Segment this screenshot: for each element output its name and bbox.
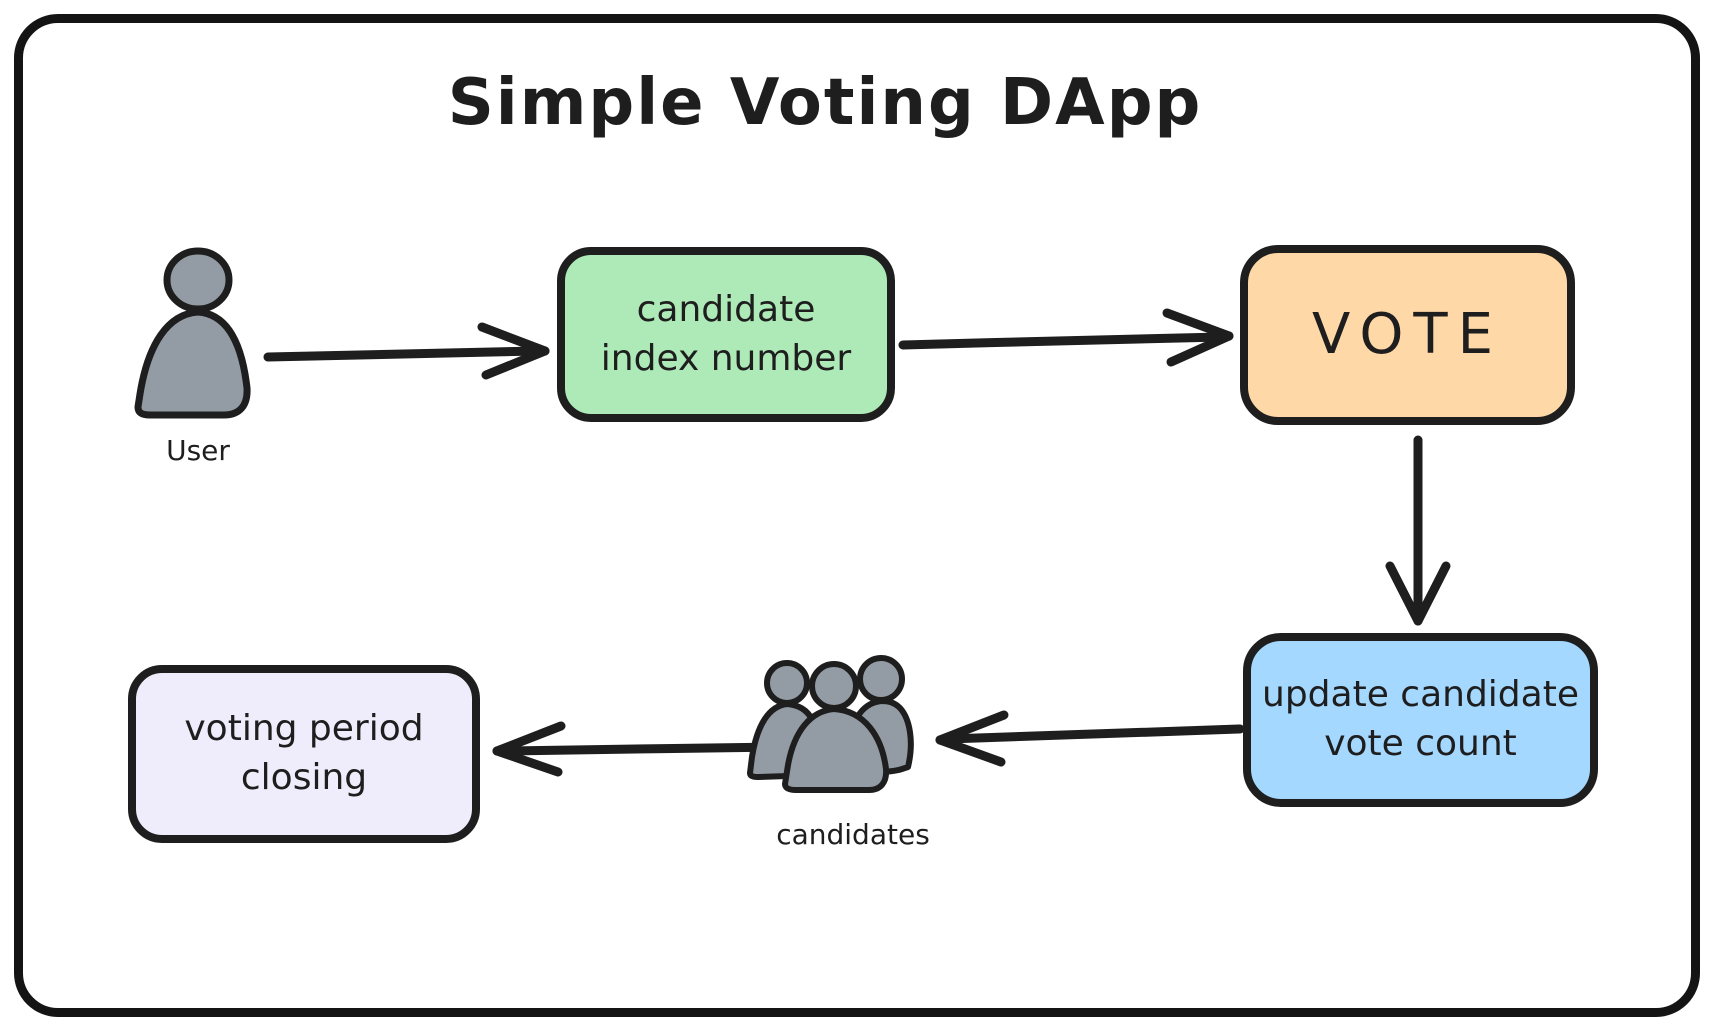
voting-period-closing-node: voting period closing — [128, 665, 480, 843]
arrow-update-count-to-candidates — [935, 710, 1245, 767]
vote-node: VOTE — [1240, 245, 1575, 425]
candidate-index-label: candidate index number — [600, 288, 852, 379]
update-vote-count-label: update candidate vote count — [1262, 674, 1579, 764]
arrow-candidate-index-to-vote — [898, 308, 1234, 367]
candidate-index-node: candidate index number — [557, 247, 895, 422]
outer-border-frame — [14, 14, 1700, 1017]
update-vote-count-node: update candidate vote count — [1243, 633, 1598, 807]
voting-period-closing-label: voting period closing — [184, 708, 424, 798]
diagram-title: Simple Voting DApp — [447, 66, 1203, 140]
arrow-candidates-to-voting-period — [492, 721, 785, 777]
user-label: User — [166, 434, 230, 467]
people-group-icon — [747, 655, 914, 793]
arrow-user-to-candidate-index — [263, 322, 550, 380]
vote-label: VOTE — [1312, 302, 1503, 368]
candidates-label: candidates — [776, 818, 930, 851]
arrow-vote-to-update-count — [1385, 435, 1451, 626]
user-icon — [134, 247, 251, 419]
